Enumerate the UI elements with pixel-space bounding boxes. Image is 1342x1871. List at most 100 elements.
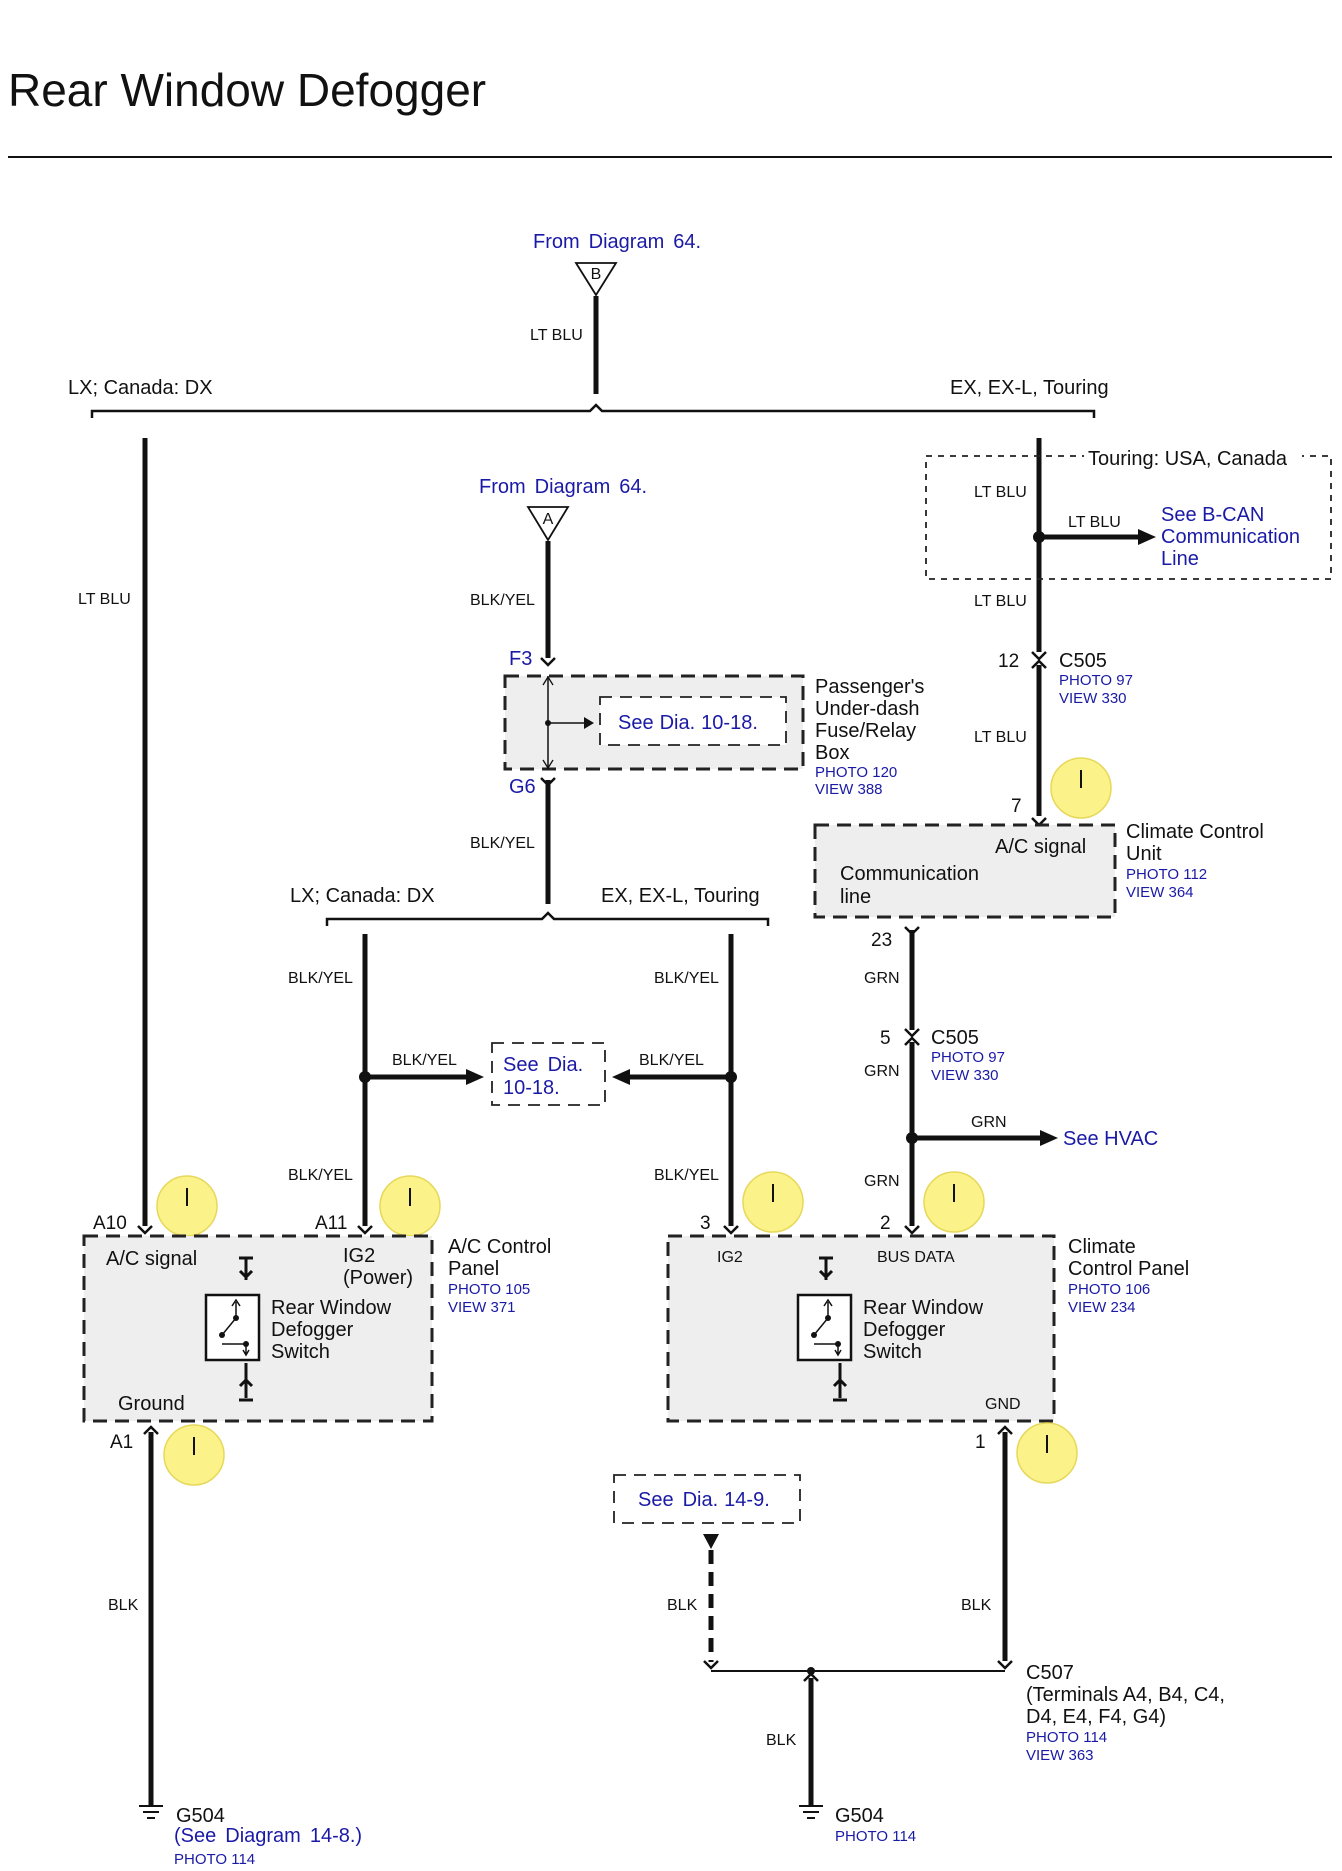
- connector-b-triangle: [574, 262, 618, 297]
- wire-label-blk-dashed: BLK: [667, 1597, 698, 1614]
- c505b-female: [904, 1036, 920, 1046]
- c505b-view[interactable]: VIEW 330: [931, 1067, 999, 1084]
- terminal-a10: [137, 1225, 153, 1235]
- wire-label-lt-blu-r2: LT BLU: [974, 593, 1027, 610]
- c507-photo[interactable]: PHOTO 114: [1026, 1729, 1107, 1746]
- wire-label-grn-hvac: GRN: [971, 1114, 1007, 1131]
- fuse-box-name-2: Under-dash: [815, 698, 920, 720]
- c505b-pin-5: 5: [880, 1028, 891, 1049]
- branch-label-ex-middle: EX, EX-L, Touring: [601, 885, 760, 907]
- g504-left-label: G504: [176, 1805, 225, 1827]
- connector-a-triangle: [526, 506, 570, 542]
- ac-switch-contact-3: [243, 1341, 249, 1347]
- ccu-photo[interactable]: PHOTO 112: [1126, 866, 1207, 883]
- arrow-to-ref-left: [466, 1069, 484, 1085]
- g504-right-photo[interactable]: PHOTO 114: [835, 1828, 916, 1845]
- fuse-internal-arrowhead: [584, 717, 594, 729]
- bcan-ref-3[interactable]: Line: [1161, 548, 1199, 570]
- see-dia-14-9[interactable]: [613, 1474, 801, 1524]
- cc-switch-name-3: Switch: [863, 1341, 922, 1363]
- ac-panel-view[interactable]: VIEW 371: [448, 1299, 516, 1316]
- cc-panel-view[interactable]: VIEW 234: [1068, 1299, 1136, 1316]
- bcan-ref-1[interactable]: See B-CAN: [1161, 504, 1264, 526]
- cc-panel-bus-data: BUS DATA: [877, 1249, 955, 1266]
- c507-joint-node: [807, 1667, 815, 1675]
- c507-view[interactable]: VIEW 363: [1026, 1747, 1094, 1764]
- g504-left-photo[interactable]: PHOTO 114: [174, 1851, 255, 1868]
- c505-male: [1031, 651, 1047, 661]
- ac-panel-power: (Power): [343, 1267, 413, 1289]
- ccu-name-2: Unit: [1126, 843, 1162, 865]
- fuse-box-name-1: Passenger's: [815, 676, 924, 698]
- terminal-f3: [540, 657, 556, 667]
- cc-panel-gnd: GND: [985, 1396, 1021, 1413]
- c505-female: [1031, 659, 1047, 669]
- cc-switch-top-terminal: [818, 1256, 834, 1280]
- wire-label-blk-yel-cc: BLK/YEL: [654, 970, 719, 987]
- connector-b-label: B: [591, 266, 602, 283]
- see-dia-14-9-text: See Dia. 14-9.: [638, 1489, 770, 1511]
- wire-label-blk-yel-ac-lower: BLK/YEL: [288, 1167, 353, 1184]
- ccu-comm-line-2: line: [840, 886, 871, 908]
- cc-panel-photo[interactable]: PHOTO 106: [1068, 1281, 1150, 1298]
- see-dia-10-18-fuse-text: See Dia. 10-18.: [618, 712, 758, 734]
- from-diagram-64-middle[interactable]: From Diagram 64.: [479, 476, 647, 498]
- pin-g6: G6: [509, 776, 536, 798]
- c505-photo[interactable]: PHOTO 97: [1059, 672, 1133, 689]
- ac-switch-name-2: Defogger: [271, 1319, 354, 1341]
- ac-switch-contact-1: [233, 1315, 239, 1321]
- touring-box-label-bg: [1084, 446, 1302, 468]
- climate-control-panel: [666, 1234, 1056, 1423]
- fuse-box-view[interactable]: VIEW 388: [815, 781, 883, 798]
- ccu-view[interactable]: VIEW 364: [1126, 884, 1194, 901]
- wire-label-blk-cc: BLK: [961, 1597, 992, 1614]
- c505b-label: C505: [931, 1027, 979, 1049]
- wire-label-arrow-left: BLK/YEL: [392, 1052, 457, 1069]
- see-dia-10-18-center-text: See Dia.: [503, 1054, 583, 1076]
- c505b-photo[interactable]: PHOTO 97: [931, 1049, 1005, 1066]
- branch-brace-middle: [325, 911, 770, 926]
- ac-panel-photo[interactable]: PHOTO 105: [448, 1281, 530, 1298]
- wire-label-lt-blu-bcan: LT BLU: [1068, 514, 1121, 531]
- cc-switch-contact-3: [835, 1341, 841, 1347]
- c507-terminals-2: D4, E4, F4, G4): [1026, 1706, 1166, 1728]
- ac-panel-name-2: Panel: [448, 1258, 499, 1280]
- cc-panel-name-2: Control Panel: [1068, 1258, 1189, 1280]
- fuse-box-photo[interactable]: PHOTO 120: [815, 764, 897, 781]
- climate-control-unit: [813, 823, 1117, 919]
- c507-terminal-out: [803, 1672, 819, 1682]
- see-hvac-ref[interactable]: See HVAC: [1063, 1128, 1158, 1150]
- c507-terminal-right: [997, 1660, 1013, 1670]
- wire-label-lt-blu-r3: LT BLU: [974, 729, 1027, 746]
- c505b-male: [904, 1028, 920, 1038]
- ac-switch-top-terminal: [238, 1256, 254, 1280]
- ground-symbol-right: [799, 1805, 823, 1819]
- cc-pin-2: 2: [880, 1213, 891, 1234]
- see-dia-10-18-center-num: 10-18.: [503, 1077, 560, 1099]
- c505-label: C505: [1059, 650, 1107, 672]
- ac-panel-ground: Ground: [118, 1393, 185, 1415]
- wire-label-lt-blu-top: LT BLU: [530, 327, 583, 344]
- pin-a1: A1: [110, 1432, 133, 1453]
- wire-label-blk-yel-feed: BLK/YEL: [470, 592, 535, 609]
- cc-terminal-3: [723, 1225, 739, 1235]
- ccu-pin-7: 7: [1011, 796, 1022, 817]
- from-diagram-64-top[interactable]: From Diagram 64.: [533, 231, 701, 253]
- wire-label-lt-blu-r1: LT BLU: [974, 484, 1027, 501]
- see-dia-10-18-fuse[interactable]: [599, 696, 787, 746]
- ccu-comm-line-1: Communication: [840, 863, 979, 885]
- c507-terminal-left: [703, 1660, 719, 1670]
- cc-panel-name-1: Climate: [1068, 1236, 1136, 1258]
- branch-label-lx-middle: LX; Canada: DX: [290, 885, 435, 907]
- c505-view[interactable]: VIEW 330: [1059, 690, 1127, 707]
- see-dia-10-18-center[interactable]: [491, 1042, 606, 1106]
- g504-left-ref[interactable]: (See Diagram 14-8.): [174, 1825, 362, 1847]
- arrow-to-hvac: [1040, 1130, 1058, 1146]
- fuse-box-name-4: Box: [815, 742, 849, 764]
- touring-box: [925, 455, 1332, 580]
- wire-label-blk-yel-cc-lower: BLK/YEL: [654, 1167, 719, 1184]
- cc-switch-name-2: Defogger: [863, 1319, 946, 1341]
- bcan-ref-2[interactable]: Communication: [1161, 526, 1300, 548]
- ccu-ac-signal: A/C signal: [995, 836, 1086, 858]
